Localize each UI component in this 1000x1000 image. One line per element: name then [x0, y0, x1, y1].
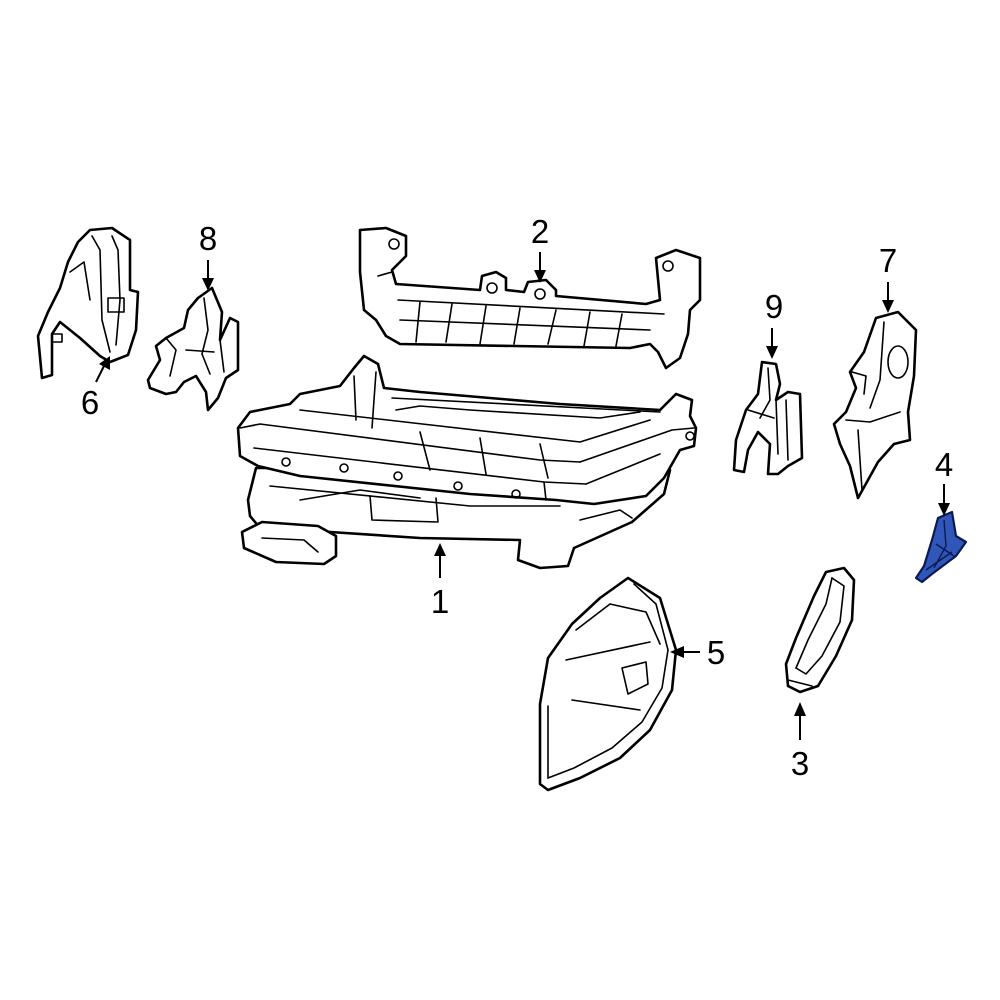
callout-label-2: 2 [531, 213, 549, 250]
callout-4[interactable]: 4 [935, 446, 953, 516]
part-3-trim-cover[interactable] [784, 566, 856, 694]
callout-label-3: 3 [791, 745, 809, 782]
arrowhead-8 [202, 278, 214, 291]
arrowhead-3 [794, 702, 806, 716]
arrowhead-7 [882, 300, 894, 313]
part-7-side-shield[interactable] [832, 310, 918, 500]
callout-7[interactable]: 7 [879, 242, 897, 313]
part-5-side-cover[interactable] [538, 576, 678, 792]
callout-label-5: 5 [707, 634, 725, 671]
arrowhead-6 [99, 356, 110, 370]
part-4-trim-bracket[interactable] [914, 510, 968, 584]
arrowhead-9 [766, 346, 778, 359]
callout-label-8: 8 [199, 220, 217, 257]
callout-5[interactable]: 5 [670, 634, 725, 671]
leader-line-6 [95, 365, 105, 383]
arrowhead-5 [670, 646, 684, 658]
callout-9[interactable]: 9 [765, 288, 783, 359]
part-9-bracket[interactable] [732, 360, 804, 476]
callout-8[interactable]: 8 [199, 220, 217, 291]
callout-label-1: 1 [431, 583, 449, 620]
callout-label-4: 4 [935, 446, 953, 483]
callout-label-9: 9 [765, 288, 783, 325]
part-8-bracket[interactable] [146, 286, 240, 412]
callout-2[interactable]: 2 [531, 213, 549, 283]
callout-label-6: 6 [81, 384, 99, 421]
part-2-cross-member[interactable] [358, 226, 702, 370]
arrowhead-1 [434, 543, 446, 556]
callout-3[interactable]: 3 [791, 702, 809, 782]
part-1-seat-frame[interactable] [236, 354, 698, 570]
part-6-side-shield[interactable] [36, 226, 140, 380]
callout-1[interactable]: 1 [431, 543, 449, 620]
callout-label-7: 7 [879, 242, 897, 279]
callout-6[interactable]: 6 [81, 356, 110, 421]
arrowhead-2 [534, 270, 546, 283]
arrowhead-4 [938, 503, 950, 516]
